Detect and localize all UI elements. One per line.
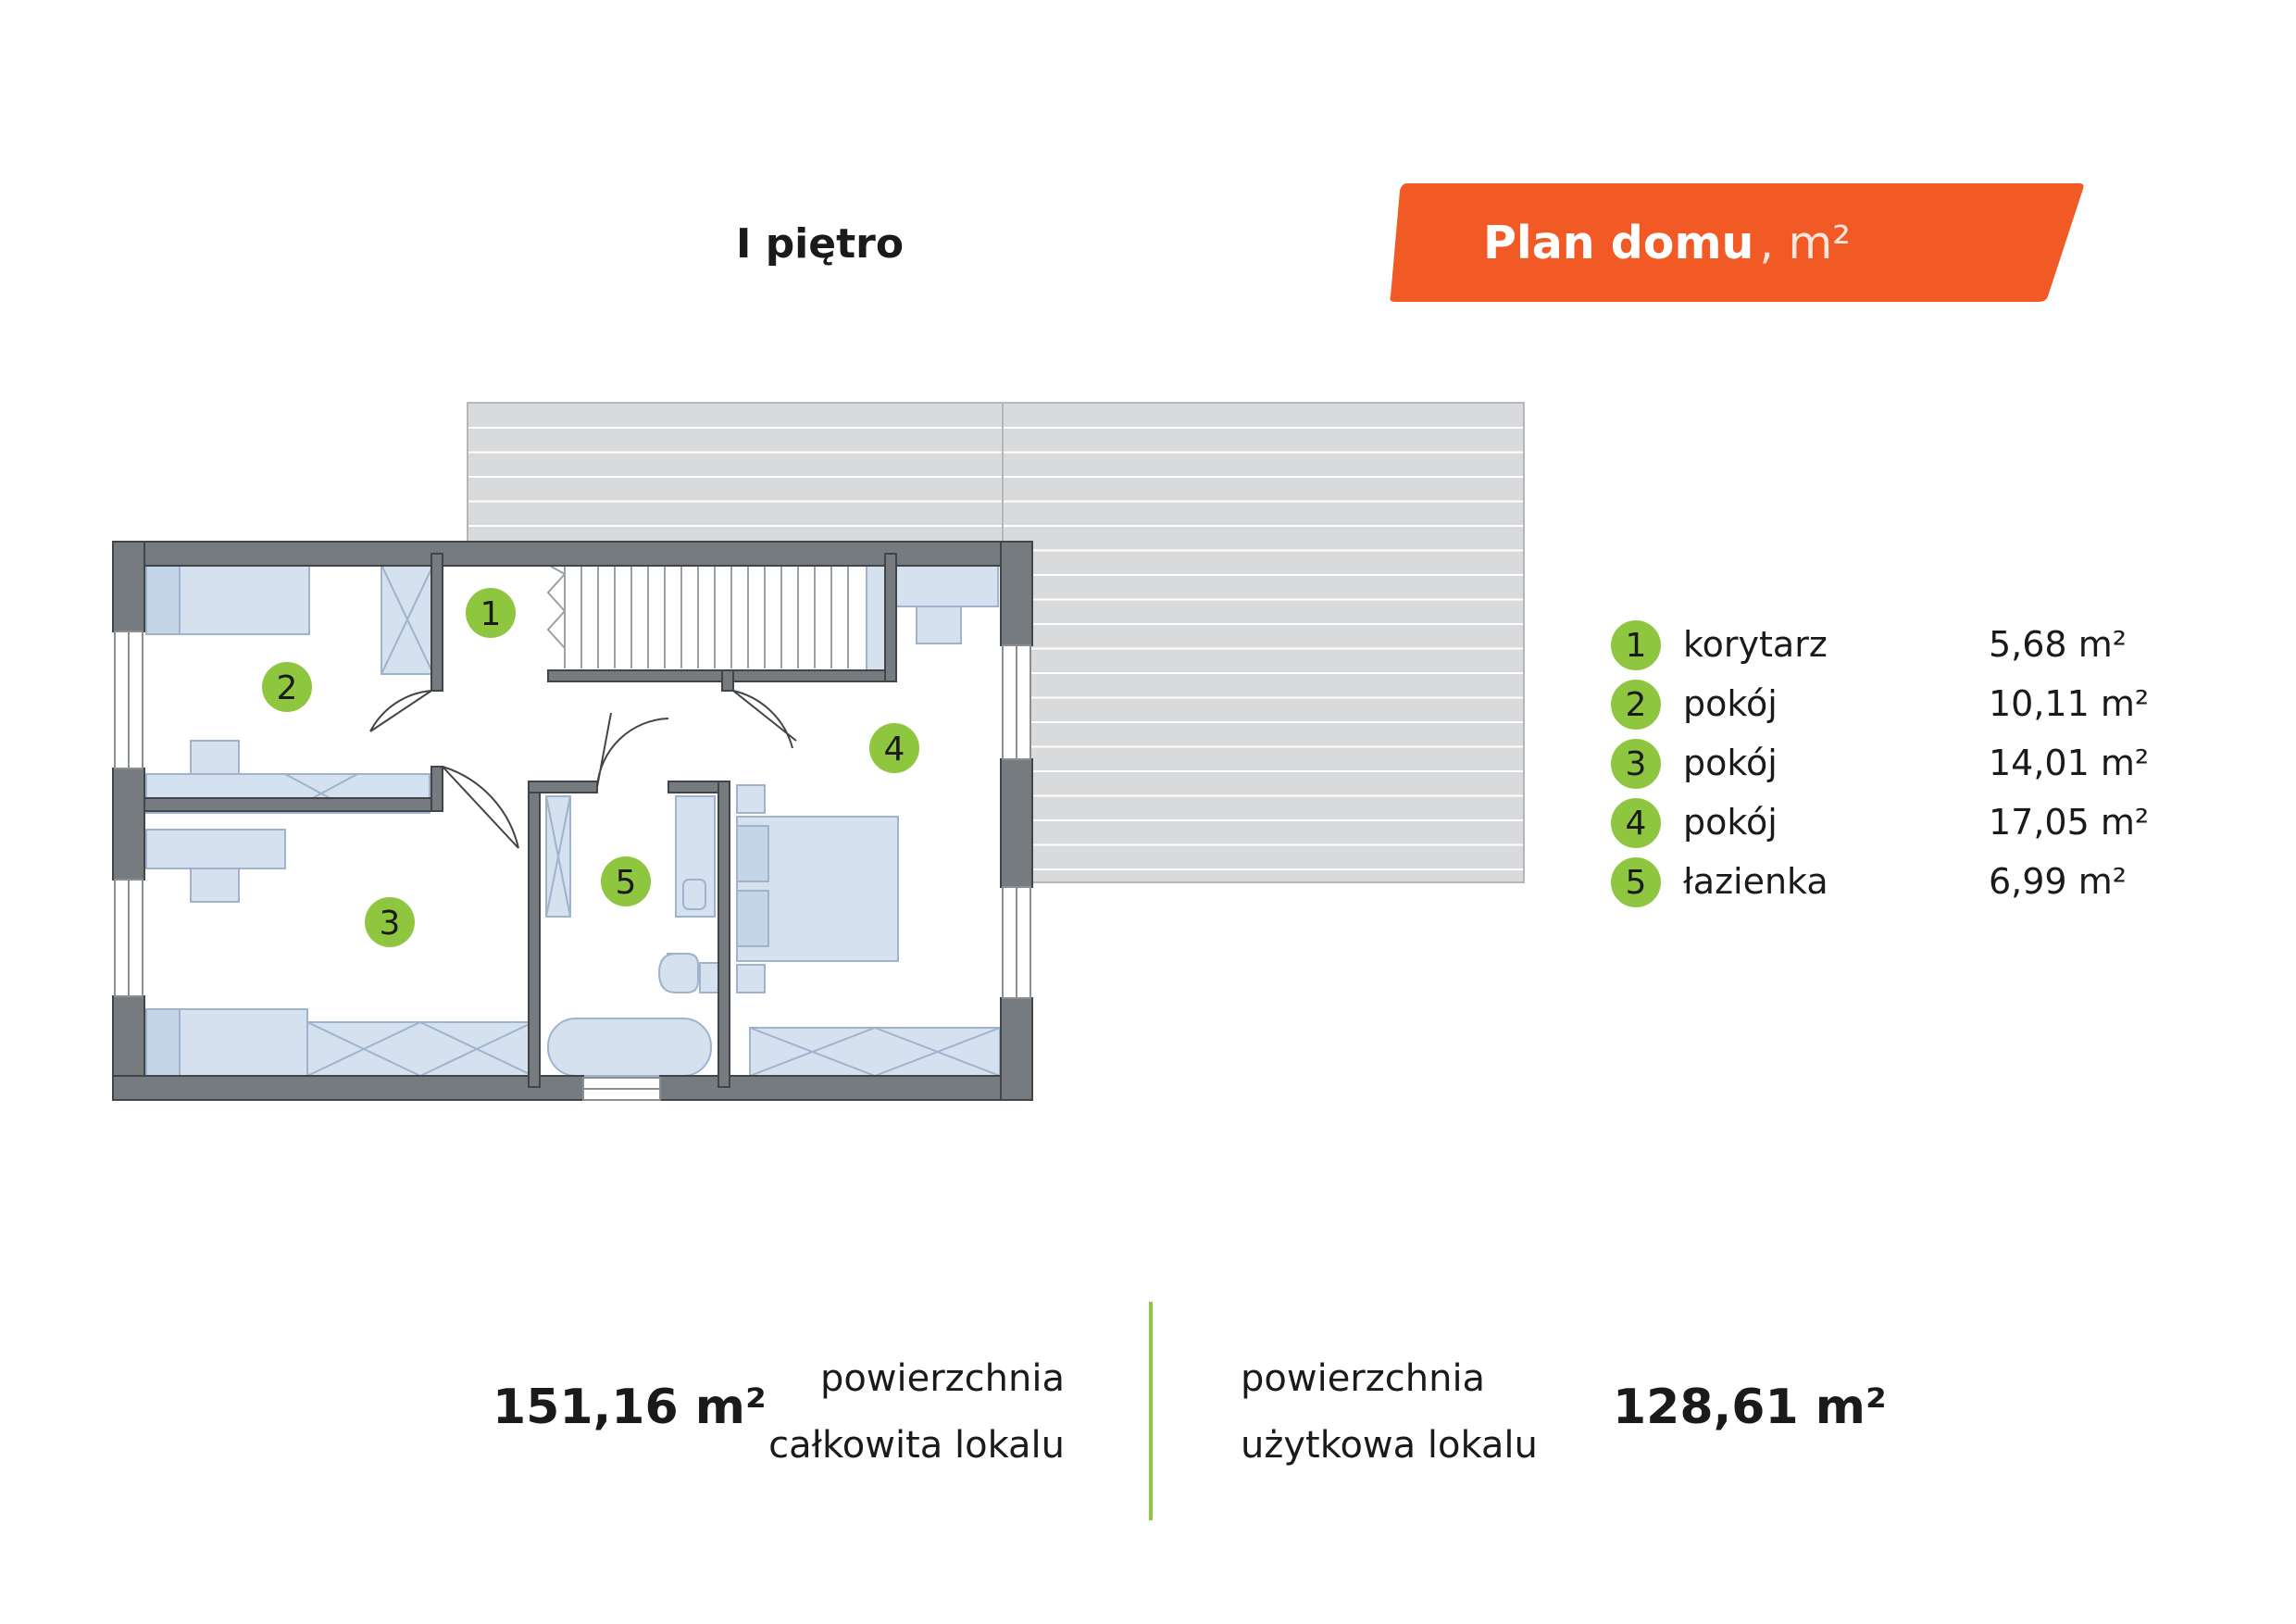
wall-bottom-right xyxy=(659,1075,1033,1101)
wall-room-2-corridor xyxy=(430,553,443,692)
floor-title: I piętro xyxy=(736,220,905,268)
legend-room-area: 5,68 m² xyxy=(1989,624,2127,665)
legend-badge: 1 xyxy=(1611,620,1661,670)
door-room-2 xyxy=(369,690,432,732)
wall-right-lower xyxy=(1000,997,1033,1101)
legend-badge: 5 xyxy=(1611,857,1661,907)
wall-left-upper xyxy=(112,541,145,632)
room-badge-2: 2 xyxy=(262,662,312,712)
svg-text:1: 1 xyxy=(480,595,502,633)
svg-text:4: 4 xyxy=(884,731,905,768)
legend-room-area: 14,01 m² xyxy=(1989,743,2150,783)
wall-left-middle xyxy=(112,768,145,881)
usable-area-label-line-2: użytkowa lokalu xyxy=(1241,1424,1538,1467)
legend-room-area: 17,05 m² xyxy=(1989,802,2150,843)
pillow xyxy=(145,1008,181,1077)
divider xyxy=(1149,1302,1153,1520)
banner-background xyxy=(1390,183,2084,302)
nightstand xyxy=(736,784,766,814)
pillow xyxy=(736,825,769,882)
chair xyxy=(916,606,962,644)
legend-room-name: korytarz xyxy=(1683,624,1828,665)
room-badge-4: 4 xyxy=(869,723,919,773)
bathtub xyxy=(547,1018,712,1077)
wall-bathroom-top-left xyxy=(528,781,598,793)
toilet xyxy=(657,953,699,993)
wall-rooms-2-3 xyxy=(144,797,443,812)
legend-badge: 4 xyxy=(1611,798,1661,848)
door-room-4 xyxy=(732,690,797,749)
wardrobe xyxy=(749,1027,1001,1077)
wall-room-4-top xyxy=(884,553,897,682)
staircase xyxy=(546,564,849,668)
windows xyxy=(114,631,1031,1101)
legend-room-name: łazienka xyxy=(1683,861,1828,902)
legend-badge: 3 xyxy=(1611,739,1661,789)
shelf xyxy=(866,564,888,675)
door-room-3 xyxy=(442,766,519,849)
wall-room-2-corridor-lower xyxy=(430,766,443,812)
legend-row: 1 korytarz 5,68 m² xyxy=(1611,620,2166,672)
wall-room-3-bathroom xyxy=(528,781,541,1088)
plan-banner: Plan domu, m² xyxy=(1389,183,2085,302)
desk xyxy=(145,829,286,869)
chair xyxy=(190,868,240,903)
room-badge-3: 3 xyxy=(365,897,415,947)
total-area-value: 151,16 m² xyxy=(493,1380,767,1435)
wall-top xyxy=(112,541,1033,567)
nightstand xyxy=(736,964,766,993)
sink xyxy=(682,879,706,910)
usable-area-label-line-1: powierzchnia xyxy=(1241,1357,1486,1400)
total-area-label-line-2: całkowita lokalu xyxy=(768,1424,1065,1467)
legend-room-name: pokój xyxy=(1683,683,1778,724)
room-badge-1: 1 xyxy=(466,588,516,638)
legend-row: 4 pokój 17,05 m² xyxy=(1611,798,2166,850)
total-area-label-line-1: powierzchnia xyxy=(819,1357,1065,1400)
chair xyxy=(190,740,240,775)
wall-stub xyxy=(721,669,734,692)
wall-bathroom-room-4 xyxy=(718,781,730,1088)
door-bathroom xyxy=(596,712,669,788)
pillow xyxy=(145,564,181,635)
wardrobe xyxy=(306,1021,534,1077)
legend-room-area: 6,99 m² xyxy=(1989,861,2127,902)
legend-room-area: 10,11 m² xyxy=(1989,683,2150,724)
doors xyxy=(369,690,797,849)
wall-right-middle xyxy=(1000,758,1033,888)
legend-row: 3 pokój 14,01 m² xyxy=(1611,739,2166,791)
usable-area-value: 128,61 m² xyxy=(1613,1380,1887,1435)
svg-text:3: 3 xyxy=(380,905,401,943)
legend-row: 2 pokój 10,11 m² xyxy=(1611,680,2166,731)
wall-bottom-left xyxy=(112,1075,584,1101)
svg-text:2: 2 xyxy=(277,669,298,707)
legend-badge: 2 xyxy=(1611,680,1661,730)
banner-unit: , m² xyxy=(1759,217,1851,269)
room-badge-5: 5 xyxy=(601,856,651,906)
pillow xyxy=(736,890,769,947)
walls xyxy=(112,541,1033,1101)
furniture xyxy=(145,564,1001,1077)
svg-text:5: 5 xyxy=(616,864,637,902)
legend-room-name: pokój xyxy=(1683,743,1778,783)
total-area-label: powierzchnia całkowita lokalu xyxy=(722,1345,1065,1479)
usable-area-label: powierzchnia użytkowa lokalu xyxy=(1241,1345,1629,1479)
legend-row: 5 łazienka 6,99 m² xyxy=(1611,857,2166,909)
banner-title: Plan domu xyxy=(1483,217,1754,269)
legend-room-name: pokój xyxy=(1683,802,1778,843)
wall-right-upper xyxy=(1000,541,1033,646)
